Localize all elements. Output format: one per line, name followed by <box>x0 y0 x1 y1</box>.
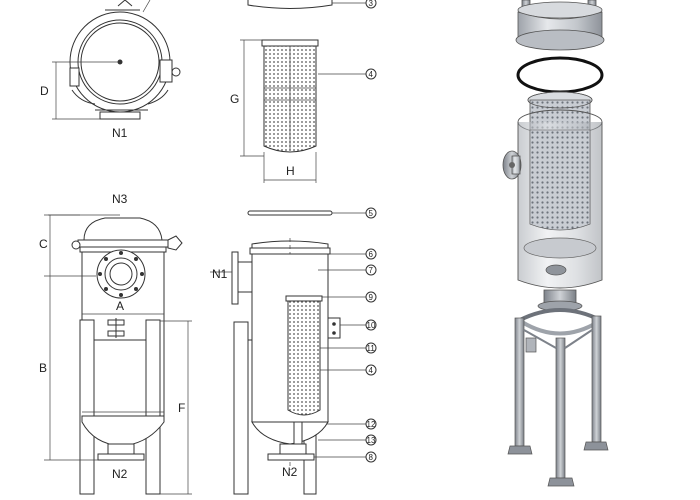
dim-label-N1-side: N1 <box>212 267 228 281</box>
callout-8: 8 <box>369 453 374 462</box>
callout-5: 5 <box>369 209 374 218</box>
dim-label-A: A <box>116 299 124 313</box>
dim-label-G: G <box>230 92 239 106</box>
callout-10: 10 <box>367 321 376 330</box>
callout-7: 7 <box>369 266 374 275</box>
callout-4a: 4 <box>369 70 374 79</box>
callout-3: 3 <box>369 0 374 8</box>
exploded-3d-view <box>502 0 609 487</box>
basket-view: 3 4 G H <box>230 0 377 183</box>
callout-12: 12 <box>367 420 376 429</box>
section-view: 5 6 7 N1 9 10 11 4 <box>210 207 377 495</box>
dim-label-N3: N3 <box>112 192 128 206</box>
callout-13: 13 <box>367 436 376 445</box>
dim-label-D: D <box>40 84 49 98</box>
callout-11: 11 <box>367 344 376 353</box>
front-elevation: N3 A N2 <box>39 192 192 495</box>
dim-label-C: C <box>39 237 48 251</box>
callout-9: 9 <box>369 293 374 302</box>
dim-label-B: B <box>39 361 47 375</box>
callout-4b: 4 <box>369 366 374 375</box>
dim-label-H: H <box>286 164 295 178</box>
callout-6: 6 <box>369 250 374 259</box>
dim-label-N2-left: N2 <box>112 467 128 481</box>
dim-label-N2-side: N2 <box>282 465 298 479</box>
dim-label-N1-top: N1 <box>112 126 128 140</box>
top-view: D N1 <box>40 0 181 140</box>
dim-label-F: F <box>178 401 185 415</box>
